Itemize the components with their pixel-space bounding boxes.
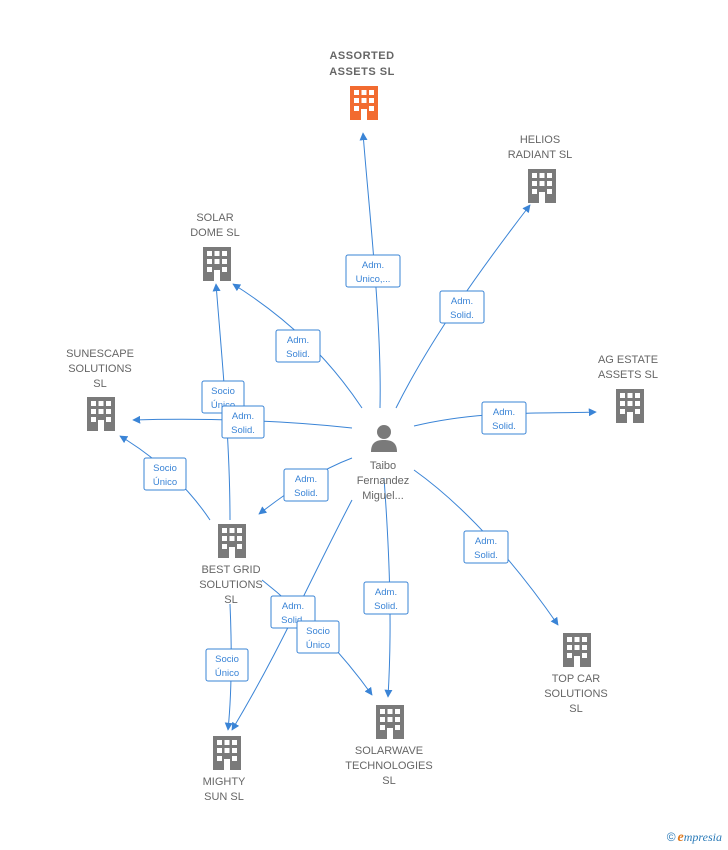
company-name-line: TECHNOLOGIES [345,760,432,772]
edge-label-line: Solid. [450,310,474,321]
edge-label-line: Adm. [232,411,254,422]
building-icon [376,705,404,739]
building-icon [616,389,644,423]
company-name-line: BEST GRID [201,564,260,576]
edge-label-line: Socio [215,654,239,665]
building-icon [218,524,246,558]
company-node-solarwave[interactable]: SOLARWAVE TECHNOLOGIES SL [345,705,433,787]
company-name-line: SUNESCAPE [66,348,134,360]
building-icon [87,397,115,431]
company-name-line: SOLUTIONS [68,363,132,375]
edge-label-line: Adm. [493,407,515,418]
person-node[interactable]: Taibo Fernandez Miguel... [357,425,410,502]
edge-label-bg-solarwave[interactable]: Socio Único [296,620,340,654]
company-node-mighty[interactable]: MIGHTY SUN SL [203,736,246,803]
edge-label-line: Adm. [475,536,497,547]
company-name-line: SOLUTIONS [544,688,608,700]
person-name-line: Fernandez [357,475,410,487]
edge-label-line: Adm. [451,296,473,307]
company-name-line: SOLAR [196,212,233,224]
edge-label-bestgrid[interactable]: Adm. Solid. [283,468,329,502]
edge-label-line: Solid. [286,349,310,360]
edge-label-agestate[interactable]: Adm. Solid. [481,401,527,435]
company-node-bestgrid[interactable]: BEST GRID SOLUTIONS SL [199,524,263,606]
edge-label-assorted[interactable]: Adm. Unico,... [345,254,401,288]
edge-label-line: Unico,... [356,274,391,285]
brand-logo-initial: e [677,830,684,845]
company-name-line: SOLUTIONS [199,579,263,591]
edge-label-mighty[interactable]: Adm. Solid. [270,595,316,629]
company-name-line: TOP CAR [552,673,601,685]
company-name-line: SOLARWAVE [355,745,423,757]
company-node-solardome[interactable]: SOLAR DOME SL [190,212,240,281]
edge-label-line: Único [306,640,330,651]
company-name-line: AG ESTATE [598,354,658,366]
company-name-line: SL [224,594,237,606]
company-name-line: ASSETS SL [598,369,658,381]
copyright-symbol: © [666,830,676,844]
company-name-line: ASSETS SL [329,66,395,78]
company-name-line: SL [93,378,106,390]
person-icon [371,425,397,452]
company-name-line: SL [382,775,395,787]
company-node-helios[interactable]: HELIOS RADIANT SL [508,134,573,203]
company-name-line: ASSORTED [329,50,394,62]
building-icon [213,736,241,770]
building-icon [203,247,231,281]
person-name-line: Taibo [370,460,396,472]
edge-label-line: Solid. [492,421,516,432]
edge-labels-layer: Adm. Unico,... Adm. Solid. Adm. Solid. S… [143,254,527,682]
edge-label-line: Socio [306,626,330,637]
company-name-line: DOME SL [190,227,240,239]
company-name-line: HELIOS [520,134,560,146]
edge-label-sunescape[interactable]: Adm. Solid. [221,405,265,439]
building-icon [528,169,556,203]
edge-label-line: Solid. [474,550,498,561]
edge-label-line: Adm. [362,260,384,271]
company-name-line: MIGHTY [203,776,246,788]
edge-label-line: Adm. [282,601,304,612]
company-node-sunescape[interactable]: SUNESCAPE SOLUTIONS SL [66,348,134,431]
company-node-assorted[interactable]: ASSORTED ASSETS SL [329,50,395,120]
person-name-line: Miguel... [362,490,404,502]
edge-label-bg-sunescape[interactable]: Socio Único [143,457,187,491]
company-name-line: RADIANT SL [508,149,573,161]
edge-label-line: Solid. [374,601,398,612]
edge-label-line: Adm. [375,587,397,598]
edge-label-line: Solid. [231,425,255,436]
building-icon [563,633,591,667]
company-node-agestate[interactable]: AG ESTATE ASSETS SL [598,354,658,423]
edge-label-line: Único [215,668,239,679]
edge-label-bg-mighty[interactable]: Socio Único [205,648,249,682]
edge-label-solarwave[interactable]: Adm. Solid. [363,581,409,615]
edge-label-line: Socio [153,463,177,474]
edge-label-line: Único [153,477,177,488]
edge-label-solardome[interactable]: Adm. Solid. [275,329,321,363]
edge-label-topcar[interactable]: Adm. Solid. [463,530,509,564]
edge-label-line: Adm. [295,474,317,485]
copyright-footer: ©empresia [667,830,722,846]
company-name-line: SL [569,703,582,715]
edge-label-line: Adm. [287,335,309,346]
edge-label-line: Único [211,400,235,411]
brand-logo-text[interactable]: mpresia [683,830,722,844]
edge-label-line: Solid. [281,615,305,626]
edge-label-line: Socio [211,386,235,397]
edge-label-helios[interactable]: Adm. Solid. [439,290,485,324]
building-icon [350,86,378,120]
edge-label-line: Solid. [294,488,318,499]
company-node-topcar[interactable]: TOP CAR SOLUTIONS SL [544,633,608,715]
company-name-line: SUN SL [204,791,244,803]
